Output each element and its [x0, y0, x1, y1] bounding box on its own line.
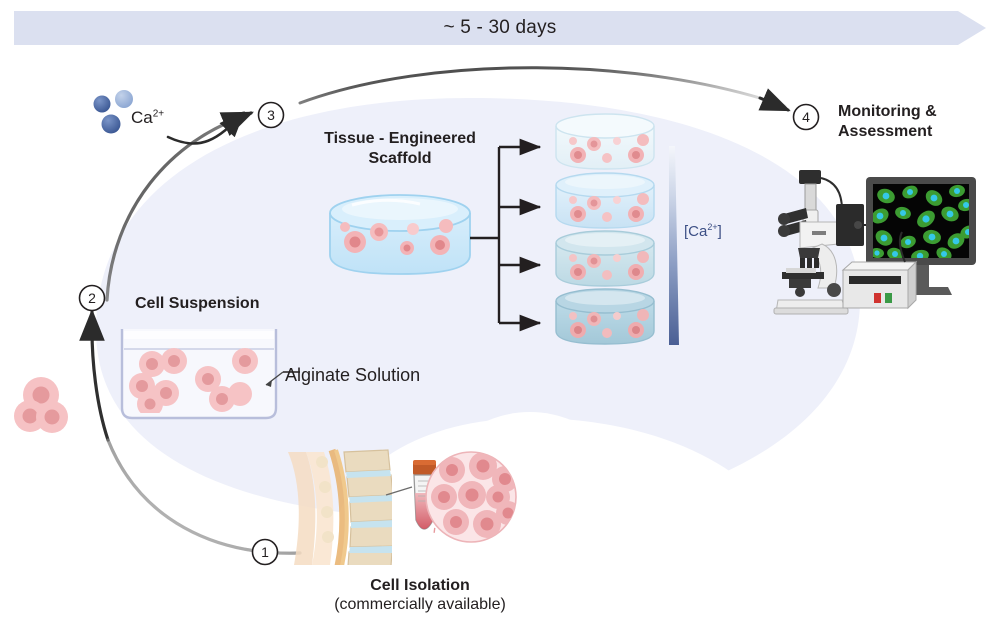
- step-number-4: 4: [802, 109, 810, 125]
- timeline-banner: [14, 11, 986, 45]
- microscope-illustration: [773, 170, 873, 315]
- isolated-cell-cluster: [14, 377, 68, 433]
- monitoring-title-line2: Assessment: [838, 123, 933, 140]
- step-number-3: 3: [267, 107, 275, 123]
- dish-4: [555, 288, 655, 345]
- cell-suspension-beaker: [120, 329, 300, 420]
- monitoring-title-line1: Monitoring &: [838, 103, 937, 120]
- ca-conc-close: ]: [717, 223, 722, 240]
- monitoring-title: Monitoring & Assessment: [838, 102, 937, 142]
- cell-isolation-subtitle: (commercially available): [334, 596, 506, 613]
- scaffold-title-line1: Tissue - Engineered: [324, 130, 476, 147]
- monitor-illustration: [866, 177, 976, 295]
- ca-conc-charge: 2+: [707, 222, 718, 232]
- scaffold-title: Tissue - Engineered Scaffold: [300, 129, 500, 169]
- scaffold-cells: [340, 219, 453, 255]
- ca-conc-open: [Ca: [684, 223, 708, 240]
- timeline-label: ~ 5 - 30 days: [443, 17, 557, 38]
- calcium-ion-label: Ca2+: [131, 108, 164, 128]
- cell-suspension-title: Cell Suspension: [135, 295, 260, 312]
- step-number-2: 2: [88, 290, 96, 306]
- calcium-ion-symbol: Ca: [131, 108, 153, 127]
- cell-isolation-title: Cell Isolation: [370, 577, 470, 594]
- calcium-ion-charge: 2+: [152, 108, 165, 120]
- dish-1: [555, 113, 655, 170]
- scaffold-cylinder: [329, 194, 471, 275]
- step-circles: [78, 101, 820, 566]
- dish-2: [555, 172, 655, 229]
- alginate-solution-label: Alginate Solution: [285, 365, 421, 385]
- calcium-ion-cluster: [93, 90, 133, 134]
- calcium-concentration-label: [Ca2+]: [684, 222, 722, 240]
- suspension-cells: [129, 348, 258, 413]
- step-number-1: 1: [261, 544, 269, 560]
- fluorescence-image: [873, 184, 969, 258]
- calcium-gradient-wedge: [669, 146, 679, 345]
- dish-3: [555, 230, 655, 287]
- workflow-arc-3-to-4: [298, 66, 791, 112]
- scaffold-title-line2: Scaffold: [368, 150, 432, 167]
- branch-arrows: [470, 138, 542, 332]
- magnified-cells: [425, 451, 517, 543]
- controller-box-illustration: [841, 231, 918, 310]
- calcium-feed-arrow: [166, 111, 245, 145]
- spine-illustration: [288, 448, 392, 565]
